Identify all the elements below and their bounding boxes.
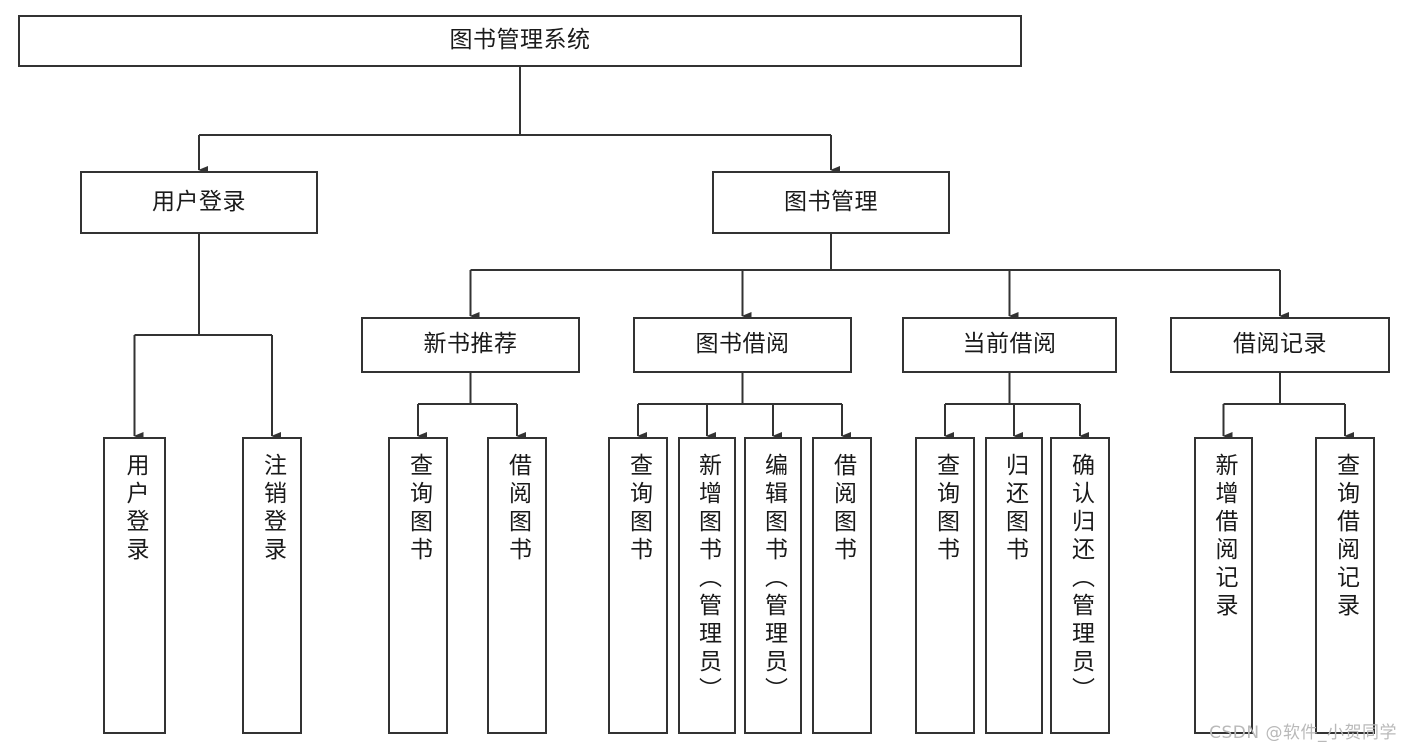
- node-label-user-login: 用户登录: [152, 188, 246, 215]
- node-leaf-br-add[interactable]: 新增借阅记录: [1194, 437, 1253, 734]
- node-leaf-cb-return[interactable]: 归还图书: [985, 437, 1043, 734]
- node-leaf-cb-confirm[interactable]: 确认归还（管理员）: [1050, 437, 1110, 734]
- node-leaf-bb-borrow[interactable]: 借阅图书: [812, 437, 872, 734]
- node-label-leaf-bb-borrow: 借阅图书: [829, 453, 856, 565]
- node-label-leaf-bb-edit: 编辑图书（管理员）: [760, 453, 787, 705]
- node-label-leaf-cb-confirm: 确认归还（管理员）: [1067, 453, 1094, 705]
- node-label-book-borrow: 图书借阅: [695, 331, 790, 358]
- node-label-leaf-br-query: 查询借阅记录: [1332, 453, 1359, 621]
- node-label-leaf-cb-query: 查询图书: [932, 453, 959, 565]
- node-root[interactable]: 图书管理系统: [18, 15, 1022, 67]
- node-label-leaf-bb-query: 查询图书: [625, 453, 652, 565]
- node-leaf-bb-add[interactable]: 新增图书（管理员）: [678, 437, 736, 734]
- node-label-borrow-record: 借阅记录: [1233, 331, 1327, 358]
- node-leaf-nb-query[interactable]: 查询图书: [388, 437, 448, 734]
- node-book-borrow[interactable]: 图书借阅: [633, 317, 852, 373]
- node-label-leaf-br-add: 新增借阅记录: [1211, 453, 1237, 621]
- node-label-leaf-user-login: 用户登录: [122, 453, 148, 565]
- node-label-leaf-bb-add: 新增图书（管理员）: [694, 453, 721, 705]
- node-leaf-nb-borrow[interactable]: 借阅图书: [487, 437, 547, 734]
- node-label-leaf-cb-return: 归还图书: [1001, 453, 1028, 565]
- node-user-login[interactable]: 用户登录: [80, 171, 318, 234]
- node-borrow-record[interactable]: 借阅记录: [1170, 317, 1390, 373]
- node-leaf-user-login[interactable]: 用户登录: [103, 437, 166, 734]
- node-leaf-bb-query[interactable]: 查询图书: [608, 437, 668, 734]
- node-label-leaf-nb-query: 查询图书: [405, 453, 432, 565]
- node-label-book-manage: 图书管理: [784, 188, 878, 215]
- node-current-borrow[interactable]: 当前借阅: [902, 317, 1117, 373]
- node-label-new-book-rec: 新书推荐: [423, 331, 518, 358]
- node-label-current-borrow: 当前借阅: [962, 331, 1057, 358]
- node-label-leaf-user-logout: 注销登录: [259, 453, 286, 565]
- node-book-manage[interactable]: 图书管理: [712, 171, 950, 234]
- connector-lines: [133, 67, 1355, 441]
- node-leaf-br-query[interactable]: 查询借阅记录: [1315, 437, 1375, 734]
- node-label-root: 图书管理系统: [449, 27, 591, 54]
- node-label-leaf-nb-borrow: 借阅图书: [504, 453, 531, 565]
- node-leaf-bb-edit[interactable]: 编辑图书（管理员）: [744, 437, 802, 734]
- node-new-book-rec[interactable]: 新书推荐: [361, 317, 580, 373]
- node-leaf-user-logout[interactable]: 注销登录: [242, 437, 302, 734]
- node-leaf-cb-query[interactable]: 查询图书: [915, 437, 975, 734]
